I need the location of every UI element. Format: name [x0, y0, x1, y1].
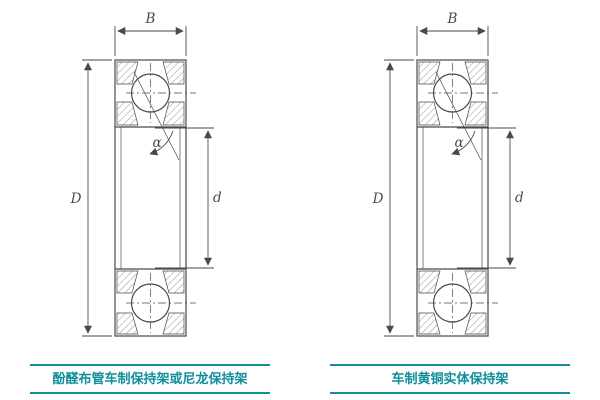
dimension-label-B: B	[145, 11, 156, 27]
dimension-label-alpha: α	[454, 135, 463, 151]
dimension-label-alpha: α	[152, 135, 161, 151]
caption-left-cage-type: 酚醛布管车制保持架或尼龙保持架	[30, 364, 270, 394]
bearing-diagram-right: B D d α	[372, 11, 524, 336]
dimension-label-D: D	[70, 191, 82, 207]
bearing-cross-section-drawings: B D d α B D d α	[70, 11, 524, 360]
dimension-label-d: d	[515, 190, 524, 206]
dimension-label-d: d	[213, 190, 222, 206]
dimension-label-B: B	[447, 11, 458, 27]
bearing-diagram-left: B D d α	[70, 11, 222, 336]
caption-right-cage-type: 车制黄铜实体保持架	[330, 364, 570, 394]
dimension-label-D: D	[372, 191, 384, 207]
